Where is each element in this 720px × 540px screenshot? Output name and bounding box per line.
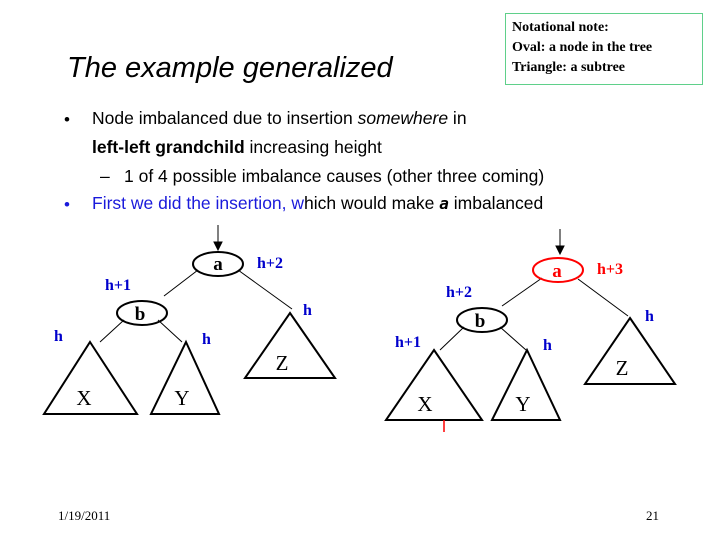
height-z-right: h xyxy=(645,308,654,325)
bullet-1-line-1: Node imbalanced due to insertion somewhe… xyxy=(92,108,467,128)
height-y-right: h xyxy=(543,337,552,354)
node-a-left-label: a xyxy=(213,254,223,275)
bullet-marker: • xyxy=(64,110,70,129)
height-b-right: h+2 xyxy=(446,284,472,301)
subtree-y-left-label: Y xyxy=(174,386,189,410)
subtree-x-left xyxy=(42,340,139,415)
node-a-right-imbalanced xyxy=(532,257,584,283)
edge-a-b-right xyxy=(501,277,543,307)
edge-b-x-right xyxy=(439,326,465,351)
node-a-right-label: a xyxy=(552,261,562,282)
arrow-head-right xyxy=(555,245,565,256)
edge-a-z-left xyxy=(237,269,293,310)
note-oval-line: Oval: a node in the tree xyxy=(512,40,653,55)
subtree-z-right xyxy=(583,316,677,385)
node-a-left xyxy=(192,251,244,277)
height-z-left: h xyxy=(303,302,312,319)
subtree-y-right-label: Y xyxy=(515,392,530,416)
note-heading: Notational note: xyxy=(512,20,609,35)
footer-date: 1/19/2011 xyxy=(58,508,111,523)
node-b-left-label: b xyxy=(135,304,146,325)
edge-b-x-left xyxy=(99,319,125,343)
subtree-x-right-label: X xyxy=(417,392,432,416)
subtree-y-left xyxy=(149,339,221,415)
edge-b-y-left xyxy=(157,319,183,343)
sub-bullet-dash: – xyxy=(100,166,110,186)
height-y-left: h xyxy=(202,331,211,348)
slide-title: The example generalized xyxy=(67,52,393,84)
edge-b-y-right xyxy=(499,326,527,351)
height-x-right: h+1 xyxy=(395,334,421,351)
subtree-x-left-label: X xyxy=(76,386,91,410)
edge-a-z-right xyxy=(577,278,629,317)
subtree-y-right xyxy=(490,347,562,421)
edge-a-b-left xyxy=(163,269,199,297)
page-number: 21 xyxy=(646,508,659,523)
bullet-1-line-2: left-left grandchild increasing height xyxy=(92,137,382,157)
arrow-head-left xyxy=(213,241,223,252)
subtree-z-right-label: Z xyxy=(616,356,629,380)
bullet-marker: • xyxy=(64,195,70,214)
bullet-2: First we did the insertion, which would … xyxy=(92,193,544,213)
subtree-z-left-label: Z xyxy=(276,351,289,375)
subtree-x-right xyxy=(384,348,484,421)
node-b-left xyxy=(116,300,168,326)
sub-bullet: 1 of 4 possible imbalance causes (other … xyxy=(124,166,545,186)
note-triangle-line: Triangle: a subtree xyxy=(512,60,626,75)
notational-note-box: Notational note: Oval: a node in the tre… xyxy=(505,13,703,85)
height-x-left: h xyxy=(54,328,63,345)
node-b-right-label: b xyxy=(475,311,486,332)
node-b-right xyxy=(456,307,508,333)
height-b-left: h+1 xyxy=(105,277,131,294)
height-a-left: h+2 xyxy=(257,255,283,272)
height-a-right: h+3 xyxy=(597,261,623,278)
subtree-z-left xyxy=(243,311,337,379)
